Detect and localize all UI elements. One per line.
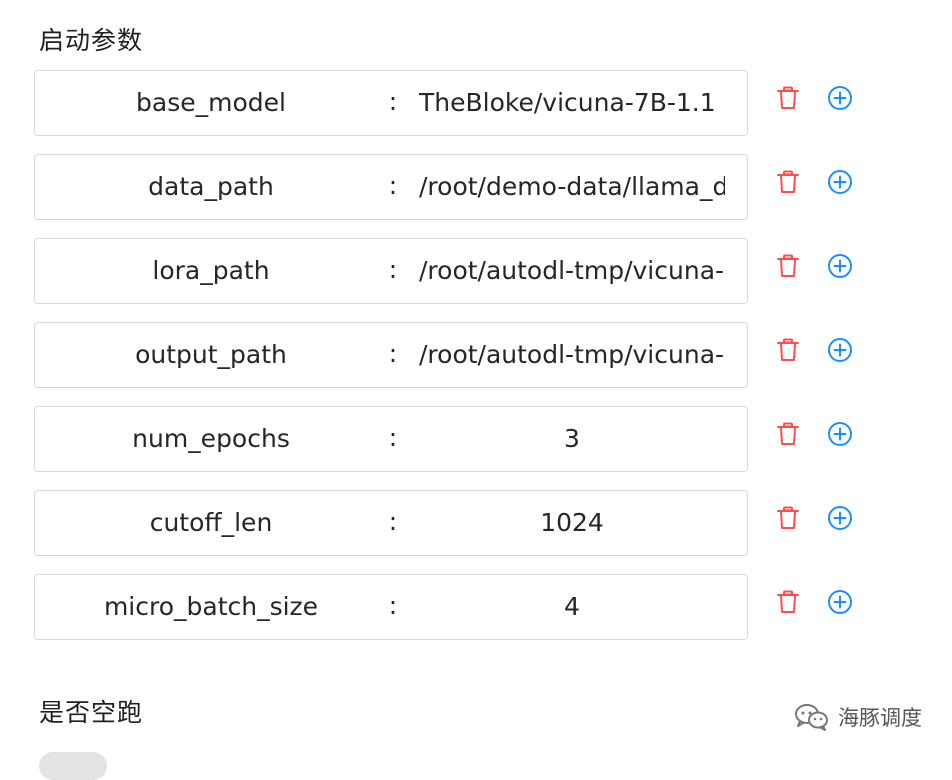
param-key-input[interactable]: base_model (136, 88, 286, 117)
param-separator: : (388, 507, 398, 536)
delete-param-button[interactable] (774, 506, 802, 534)
params-section-title: 启动参数 (39, 26, 144, 55)
delete-param-button[interactable] (774, 86, 802, 114)
plus-circle-icon (827, 253, 853, 283)
param-separator: : (388, 171, 398, 200)
param-separator: : (388, 87, 398, 116)
param-row: num_epochs : 3 (34, 406, 874, 474)
add-param-button[interactable] (826, 422, 854, 450)
param-row: data_path : /root/demo-data/llama_data.j… (34, 154, 874, 222)
trash-icon (777, 86, 799, 114)
param-input-group[interactable]: data_path : /root/demo-data/llama_data.j… (34, 154, 748, 220)
delete-param-button[interactable] (774, 338, 802, 366)
add-param-button[interactable] (826, 506, 854, 534)
param-input-group[interactable]: micro_batch_size : 4 (34, 574, 748, 640)
add-param-button[interactable] (826, 86, 854, 114)
trash-icon (777, 422, 799, 450)
param-separator: : (388, 339, 398, 368)
param-key-input[interactable]: cutoff_len (149, 508, 273, 537)
param-value-input[interactable]: /root/demo-data/llama_data.json (419, 172, 725, 201)
param-row: micro_batch_size : 4 (34, 574, 874, 642)
plus-circle-icon (827, 337, 853, 367)
wechat-icon (795, 704, 828, 731)
param-row: cutoff_len : 1024 (34, 490, 874, 558)
add-param-button[interactable] (826, 338, 854, 366)
trash-icon (777, 170, 799, 198)
param-input-group[interactable]: base_model : TheBloke/vicuna-7B-1.1 (34, 70, 748, 136)
delete-param-button[interactable] (774, 170, 802, 198)
param-key-input[interactable]: num_epochs (132, 424, 290, 453)
param-key-input[interactable]: data_path (148, 172, 274, 201)
plus-circle-icon (827, 589, 853, 619)
param-list: base_model : TheBloke/vicuna-7B-1.1 data… (34, 70, 874, 658)
param-value-input[interactable]: 3 (564, 424, 580, 453)
param-row: lora_path : /root/autodl-tmp/vicuna-lora (34, 238, 874, 306)
param-separator: : (388, 591, 398, 620)
trash-icon (777, 254, 799, 282)
plus-circle-icon (827, 421, 853, 451)
param-input-group[interactable]: lora_path : /root/autodl-tmp/vicuna-lora (34, 238, 748, 304)
plus-circle-icon (827, 505, 853, 535)
param-value-input[interactable]: TheBloke/vicuna-7B-1.1 (419, 88, 716, 117)
param-value-input[interactable]: 4 (564, 592, 580, 621)
trash-icon (777, 506, 799, 534)
param-value-input[interactable]: /root/autodl-tmp/vicuna-output (419, 340, 725, 369)
param-input-group[interactable]: output_path : /root/autodl-tmp/vicuna-ou… (34, 322, 748, 388)
plus-circle-icon (827, 169, 853, 199)
param-separator: : (388, 423, 398, 452)
param-row: base_model : TheBloke/vicuna-7B-1.1 (34, 70, 874, 138)
param-input-group[interactable]: cutoff_len : 1024 (34, 490, 748, 556)
param-key-input[interactable]: micro_batch_size (103, 592, 319, 621)
param-row: output_path : /root/autodl-tmp/vicuna-ou… (34, 322, 874, 390)
param-separator: : (388, 255, 398, 284)
watermark: 海豚调度 (794, 702, 922, 732)
delete-param-button[interactable] (774, 590, 802, 618)
param-value-input[interactable]: /root/autodl-tmp/vicuna-lora (419, 256, 725, 285)
watermark-text: 海豚调度 (838, 706, 922, 730)
add-param-button[interactable] (826, 254, 854, 282)
param-key-input[interactable]: output_path (135, 340, 287, 369)
add-param-button[interactable] (826, 590, 854, 618)
plus-circle-icon (827, 85, 853, 115)
param-value-input[interactable]: 1024 (540, 508, 604, 537)
delete-param-button[interactable] (774, 422, 802, 450)
add-param-button[interactable] (826, 170, 854, 198)
trash-icon (777, 590, 799, 618)
param-key-input[interactable]: lora_path (152, 256, 270, 285)
dry-run-section-title: 是否空跑 (39, 698, 144, 727)
param-input-group[interactable]: num_epochs : 3 (34, 406, 748, 472)
trash-icon (777, 338, 799, 366)
dry-run-switch[interactable] (39, 752, 107, 780)
delete-param-button[interactable] (774, 254, 802, 282)
